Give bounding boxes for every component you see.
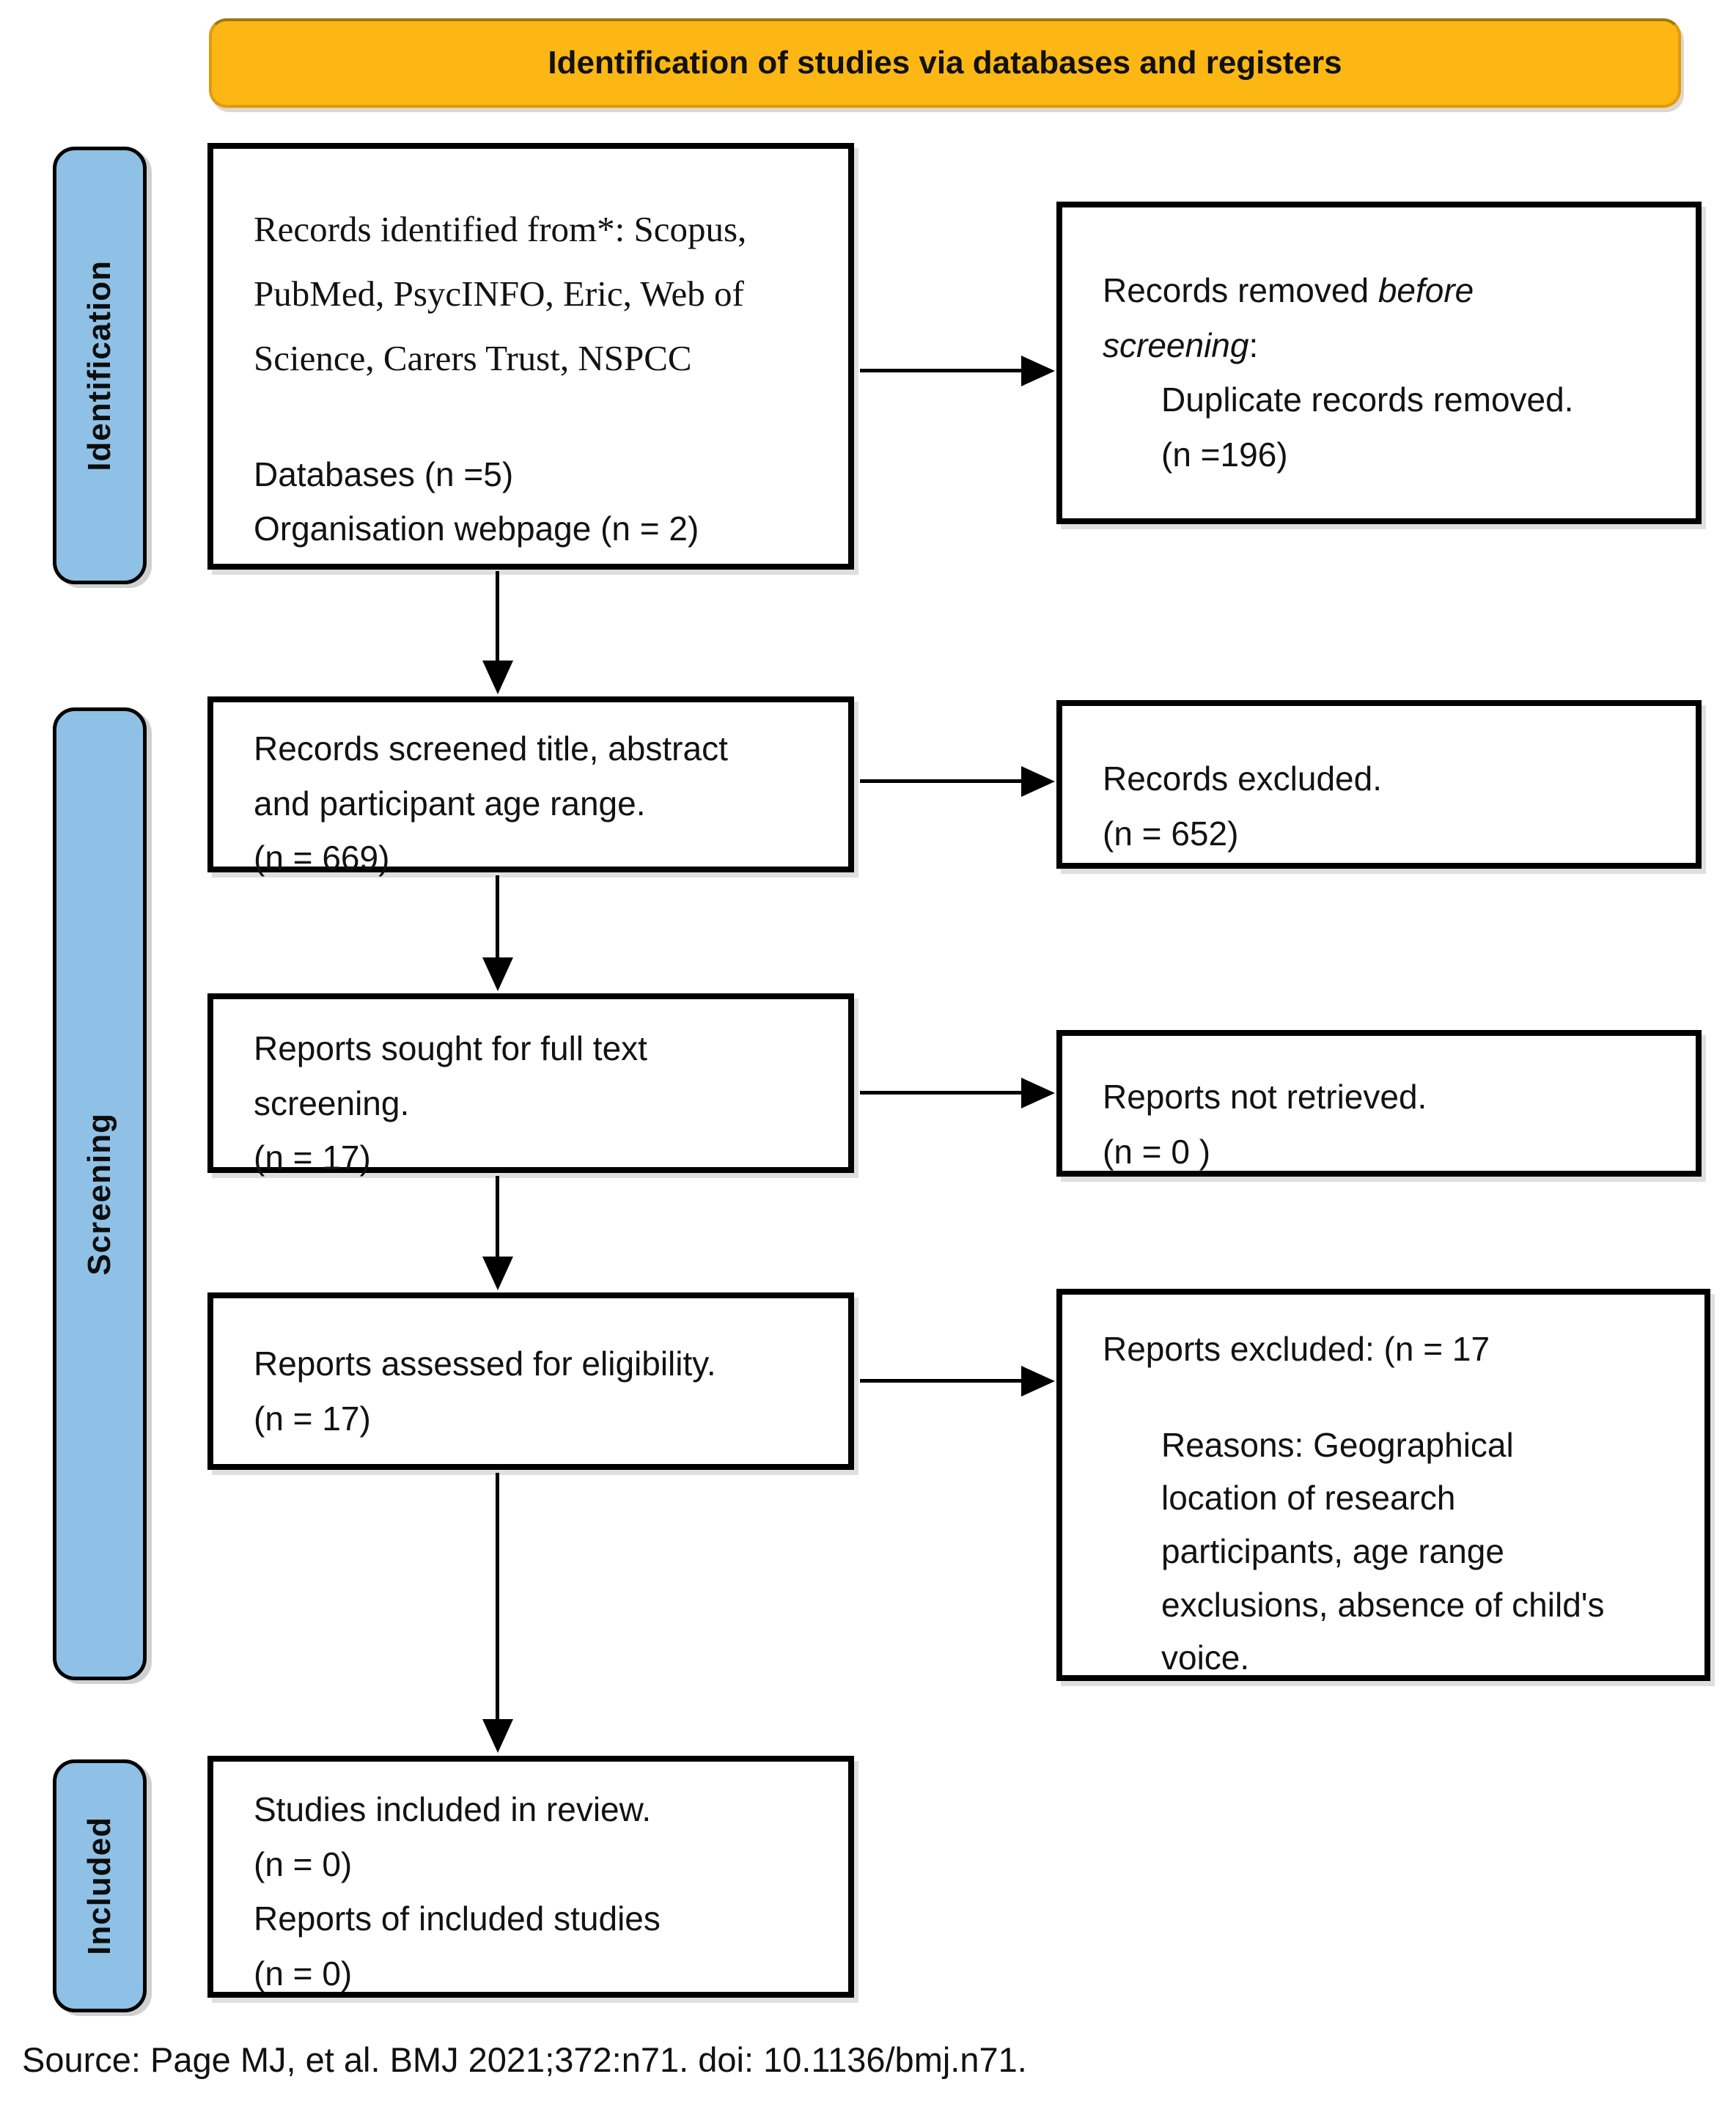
arrow-identified-to-removed [860,369,1021,372]
reports-sought-box: Reports sought for full text screening. … [207,993,854,1177]
records-excluded-box: Records excluded. (n = 652) [1056,700,1702,869]
arrow-sought-to-not-retrieved [860,1091,1021,1095]
records-removed-box: Records removed before screening: Duplic… [1056,202,1702,524]
stage-label-screening-text: Screening [81,1112,117,1276]
records-removed-detail: Duplicate records removed. (n =196) [1161,380,1574,474]
stage-label-included: Included [53,1759,147,2012]
header-title: Identification of studies via databases … [548,45,1342,81]
arrow-assessed-to-included [496,1473,499,1719]
reports-excluded-reasons: Reasons: Geographical location of resear… [1161,1425,1605,1677]
arrow-assessed-to-reports-excluded [860,1379,1021,1383]
reports-assessed-box: Reports assessed for eligibility. (n = 1… [207,1292,854,1470]
records-identified-sources: Records identified from*: Scopus, PubMed… [254,209,747,379]
arrow-screened-to-excluded [860,779,1021,783]
stage-label-screening: Screening [53,707,147,1680]
records-removed-heading-line1: Records removed before [1103,271,1474,309]
arrow-identified-to-screened [496,571,499,661]
stage-label-included-text: Included [81,1817,117,1955]
reports-not-retrieved-box: Reports not retrieved. (n = 0 ) [1056,1030,1702,1177]
arrow-screened-to-sought [496,875,499,957]
records-identified-box: Records identified from*: Scopus, PubMed… [207,143,854,570]
stage-label-identification-text: Identification [81,260,117,471]
records-removed-heading-line2: screening: [1103,325,1259,364]
header-banner: Identification of studies via databases … [209,18,1681,108]
records-screened-box: Records screened title, abstract and par… [207,696,854,877]
arrow-sought-to-assessed [496,1176,499,1257]
source-citation: Source: Page MJ, et al. BMJ 2021;372:n71… [22,2040,1027,2079]
reports-excluded-box: Reports excluded: (n = 17 Reasons: Geogr… [1056,1289,1710,1681]
studies-included-box: Studies included in review. (n = 0) Repo… [207,1756,854,1998]
reports-excluded-heading: Reports excluded: (n = 17 [1103,1330,1490,1368]
stage-label-identification: Identification [53,147,147,584]
records-identified-counts: Databases (n =5) Organisation webpage (n… [254,455,699,548]
